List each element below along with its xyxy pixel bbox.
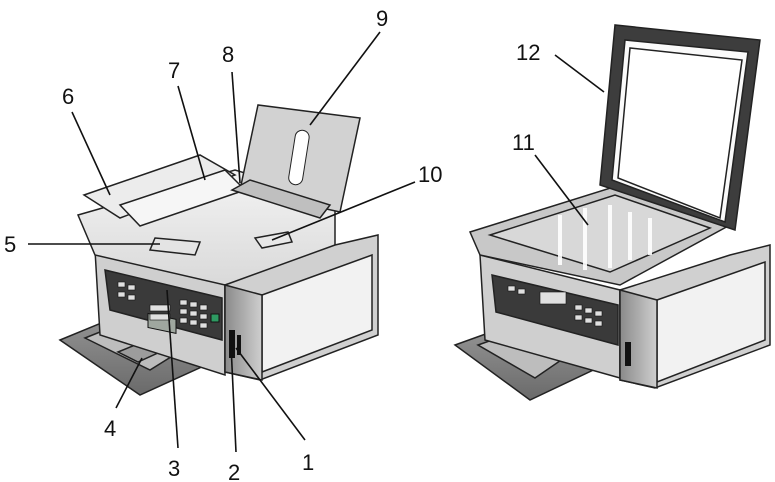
automatic-document-feeder (82, 154, 247, 256)
leader-8 (231, 71, 241, 184)
leader-4 (115, 357, 143, 409)
leader-7 (177, 85, 206, 181)
leader-1 (235, 347, 306, 441)
callout-11: 11 (512, 130, 535, 155)
leader-12 (554, 54, 605, 93)
callout-labels: 1 2 3 4 5 6 7 8 9 10 11 12 (4, 6, 540, 482)
callout-4: 4 (104, 416, 116, 441)
adf-output-tray (148, 237, 202, 256)
scanner-lid (599, 24, 761, 231)
callout-7: 7 (168, 58, 180, 83)
callout-12: 12 (516, 40, 540, 65)
start-button (210, 313, 220, 323)
callout-6: 6 (62, 84, 74, 109)
leader-11 (534, 154, 589, 226)
leader-3 (166, 289, 179, 449)
callout-3: 3 (168, 456, 180, 481)
memory-card-slots (229, 330, 241, 358)
printer-right (453, 24, 771, 401)
leader-2 (230, 344, 237, 453)
callout-8: 8 (222, 42, 234, 67)
leader-6 (71, 111, 111, 196)
callout-5: 5 (4, 232, 16, 257)
leader-10 (271, 181, 416, 241)
leader-lines (28, 31, 605, 453)
callout-10: 10 (418, 162, 442, 187)
printer-left (58, 104, 379, 396)
scanner-glass (487, 194, 713, 273)
callout-9: 9 (376, 6, 388, 31)
callout-2: 2 (228, 460, 240, 482)
paper-guide (230, 179, 332, 219)
leader-9 (309, 31, 381, 126)
callout-1: 1 (302, 450, 314, 475)
